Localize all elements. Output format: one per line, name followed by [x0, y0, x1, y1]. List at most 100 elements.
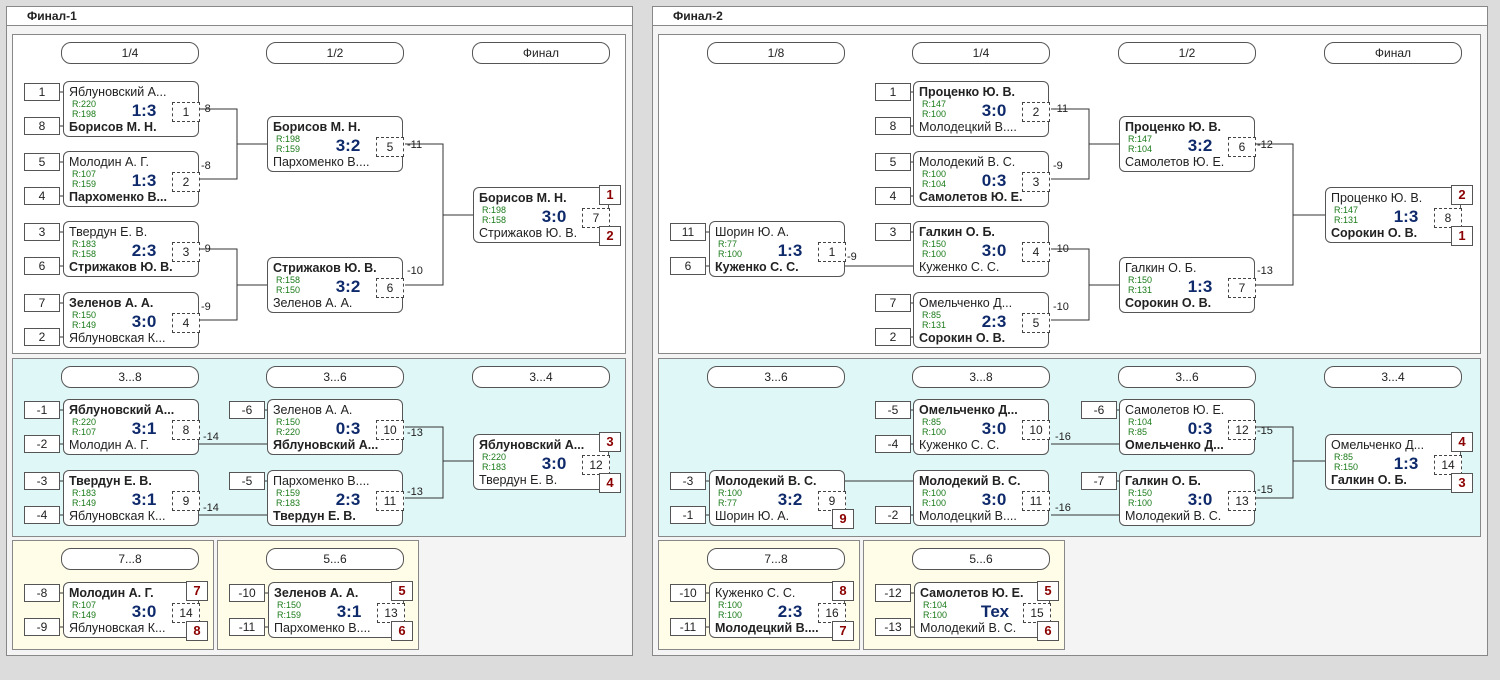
match-card[interactable]: Яблуновский А... R:220 R:198 1:3 1 Борис… — [63, 81, 200, 137]
match-card[interactable]: Стрижаков Ю. В. R:158 R:150 3:2 6 Зелено… — [267, 257, 404, 313]
match-score: 3:2 — [335, 136, 361, 155]
match-number: 7 — [582, 208, 610, 228]
loser-slot: -1 — [670, 506, 706, 524]
match-card[interactable]: Проценко Ю. В. R:147 R:131 1:3 8 Сорокин… — [1325, 187, 1462, 243]
match-card[interactable]: Борисов М. Н. R:198 R:159 3:2 5 Пархомен… — [267, 116, 404, 172]
loser-slot: -6 — [1081, 401, 1117, 419]
loser-destination: -11 — [1053, 103, 1069, 115]
match-score: 2:3 — [131, 241, 157, 260]
match-number: 8 — [172, 420, 200, 440]
match-number: 5 — [1022, 313, 1050, 333]
match-score: 3:0 — [131, 602, 157, 621]
seed-slot: 5 — [24, 153, 60, 171]
match-card[interactable]: Самолетов Ю. Е. R:104 R:100 Тех 15 Молод… — [914, 582, 1051, 638]
match-card[interactable]: Проценко Ю. В. R:147 R:104 3:2 6 Самолет… — [1119, 116, 1256, 172]
loser-destination: -10 — [1053, 301, 1069, 313]
player-top: Молодекий В. С. — [919, 474, 1021, 488]
match-score: 1:3 — [131, 101, 157, 120]
match-card[interactable]: Куженко С. С. R:100 R:100 2:3 16 Молодец… — [709, 582, 846, 638]
player-top: Омельченко Д... — [1331, 438, 1425, 452]
round-header: 3...6 — [1118, 366, 1256, 388]
rating-bottom: R:159 — [72, 179, 97, 189]
match-number: 1 — [818, 242, 846, 262]
match-card[interactable]: Молодекий В. С. R:100 R:104 0:3 3 Самоле… — [913, 151, 1050, 207]
player-bottom: Молодекий В. С. — [1125, 509, 1222, 523]
match-card[interactable]: Галкин О. Б. R:150 R:100 3:0 13 Молодеки… — [1119, 470, 1256, 526]
match-card[interactable]: Самолетов Ю. Е. R:104 R:85 0:3 12 Омельч… — [1119, 399, 1256, 455]
loser-slot: -2 — [875, 506, 911, 524]
round-header-semifinal: 1/2 — [266, 42, 404, 64]
match-card[interactable]: Твердун Е. В. R:183 R:158 2:3 3 Стрижако… — [63, 221, 200, 277]
match-score: 0:3 — [335, 419, 361, 438]
loser-destination: -9 — [1053, 160, 1063, 172]
match-card[interactable]: Молодин А. Г. R:107 R:149 3:0 14 Яблунов… — [63, 582, 200, 638]
player-top: Молодин А. Г. — [69, 586, 154, 600]
match-card[interactable]: Зеленов А. А. R:150 R:220 0:3 10 Яблунов… — [267, 399, 404, 455]
match-card[interactable]: Молодин А. Г. R:107 R:159 1:3 2 Пархомен… — [63, 151, 200, 207]
round-header: 7...8 — [707, 548, 845, 570]
seed-slot: 1 — [875, 83, 911, 101]
match-number: 9 — [818, 491, 846, 511]
player-top: Молодекий В. С. — [715, 474, 817, 488]
rating-bottom: R:149 — [72, 498, 97, 508]
rating-bottom: R:158 — [482, 215, 507, 225]
match-score: 3:1 — [336, 602, 362, 621]
match-card[interactable]: Молодекий В. С. R:100 R:77 3:2 9 Шорин Ю… — [709, 470, 846, 526]
match-card[interactable]: Твердун Е. В. R:183 R:149 3:1 9 Яблуновс… — [63, 470, 200, 526]
player-top: Шорин Ю. А. — [715, 225, 790, 239]
rating-bottom: R:131 — [1334, 215, 1359, 225]
match-card[interactable]: Омельченко Д... R:85 R:131 2:3 5 Сорокин… — [913, 292, 1050, 348]
placement-7-8-section: 7...8 -10 -11 Куженко С. С. R:100 R:100 … — [658, 540, 860, 650]
match-number: 7 — [1228, 278, 1256, 298]
rating-top: R:100 — [718, 488, 743, 498]
match-card[interactable]: Омельченко Д... R:85 R:100 3:0 10 Куженк… — [913, 399, 1050, 455]
match-card[interactable]: Проценко Ю. В. R:147 R:100 3:0 2 Молодец… — [913, 81, 1050, 137]
match-card[interactable]: Галкин О. Б. R:150 R:100 3:0 4 Куженко С… — [913, 221, 1050, 277]
match-card[interactable]: Яблуновский А... R:220 R:107 3:1 8 Молод… — [63, 399, 200, 455]
round-header: 7...8 — [61, 548, 199, 570]
rating-top: R:104 — [1128, 417, 1153, 427]
player-top: Пархоменко В.... — [273, 474, 370, 488]
match-card[interactable]: Зеленов А. А. R:150 R:159 3:1 13 Пархоме… — [268, 582, 405, 638]
loser-destination: -8 — [201, 103, 211, 115]
rating-bottom: R:100 — [1128, 498, 1153, 508]
match-card[interactable]: Зеленов А. А. R:150 R:149 3:0 4 Яблуновс… — [63, 292, 200, 348]
player-top: Омельченко Д... — [919, 403, 1018, 417]
match-card[interactable]: Омельченко Д... R:85 R:150 1:3 14 Галкин… — [1325, 434, 1462, 490]
rating-top: R:150 — [1128, 488, 1153, 498]
player-bottom: Сорокин О. В. — [919, 331, 1006, 345]
match-card[interactable]: Молодекий В. С. R:100 R:100 3:0 11 Молод… — [913, 470, 1050, 526]
match-card[interactable]: Яблуновский А... R:220 R:183 3:0 12 Твер… — [473, 434, 610, 490]
rating-top: R:104 — [923, 600, 948, 610]
loser-destination: -12 — [1257, 139, 1273, 151]
rating-bottom: R:100 — [718, 249, 743, 259]
rating-top: R:147 — [1334, 205, 1359, 215]
rating-top: R:147 — [922, 99, 947, 109]
match-number: 2 — [1022, 102, 1050, 122]
player-bottom: Пархоменко В.... — [274, 621, 371, 635]
match-score: 0:3 — [981, 171, 1007, 190]
loser-slot: -8 — [24, 584, 60, 602]
rating-bottom: R:220 — [276, 427, 301, 437]
loser-slot: -12 — [875, 584, 911, 602]
match-score: 2:3 — [335, 490, 361, 509]
player-top: Твердун Е. В. — [69, 225, 148, 239]
player-bottom: Яблуновская К... — [69, 621, 166, 635]
loser-destination: -15 — [1257, 425, 1273, 437]
rating-bottom: R:183 — [482, 462, 507, 472]
match-number: 9 — [172, 491, 200, 511]
match-number: 16 — [818, 603, 846, 623]
loser-slot: -5 — [875, 401, 911, 419]
round-header: 3...4 — [472, 366, 610, 388]
player-top: Самолетов Ю. Е. — [1125, 403, 1225, 417]
rating-top: R:220 — [482, 452, 507, 462]
rating-top: R:183 — [72, 239, 97, 249]
player-top: Омельченко Д... — [919, 296, 1013, 310]
player-bottom: Твердун Е. В. — [479, 473, 558, 487]
match-card[interactable]: Пархоменко В.... R:159 R:183 2:3 11 Твер… — [267, 470, 404, 526]
loser-destination: -13 — [407, 486, 423, 498]
match-card[interactable]: Борисов М. Н. R:198 R:158 3:0 7 Стрижако… — [473, 187, 610, 243]
player-bottom: Куженко С. С. — [715, 260, 799, 274]
match-card[interactable]: Галкин О. Б. R:150 R:131 1:3 7 Сорокин О… — [1119, 257, 1256, 313]
match-card[interactable]: Шорин Ю. А. R:77 R:100 1:3 1 Куженко С. … — [709, 221, 846, 277]
